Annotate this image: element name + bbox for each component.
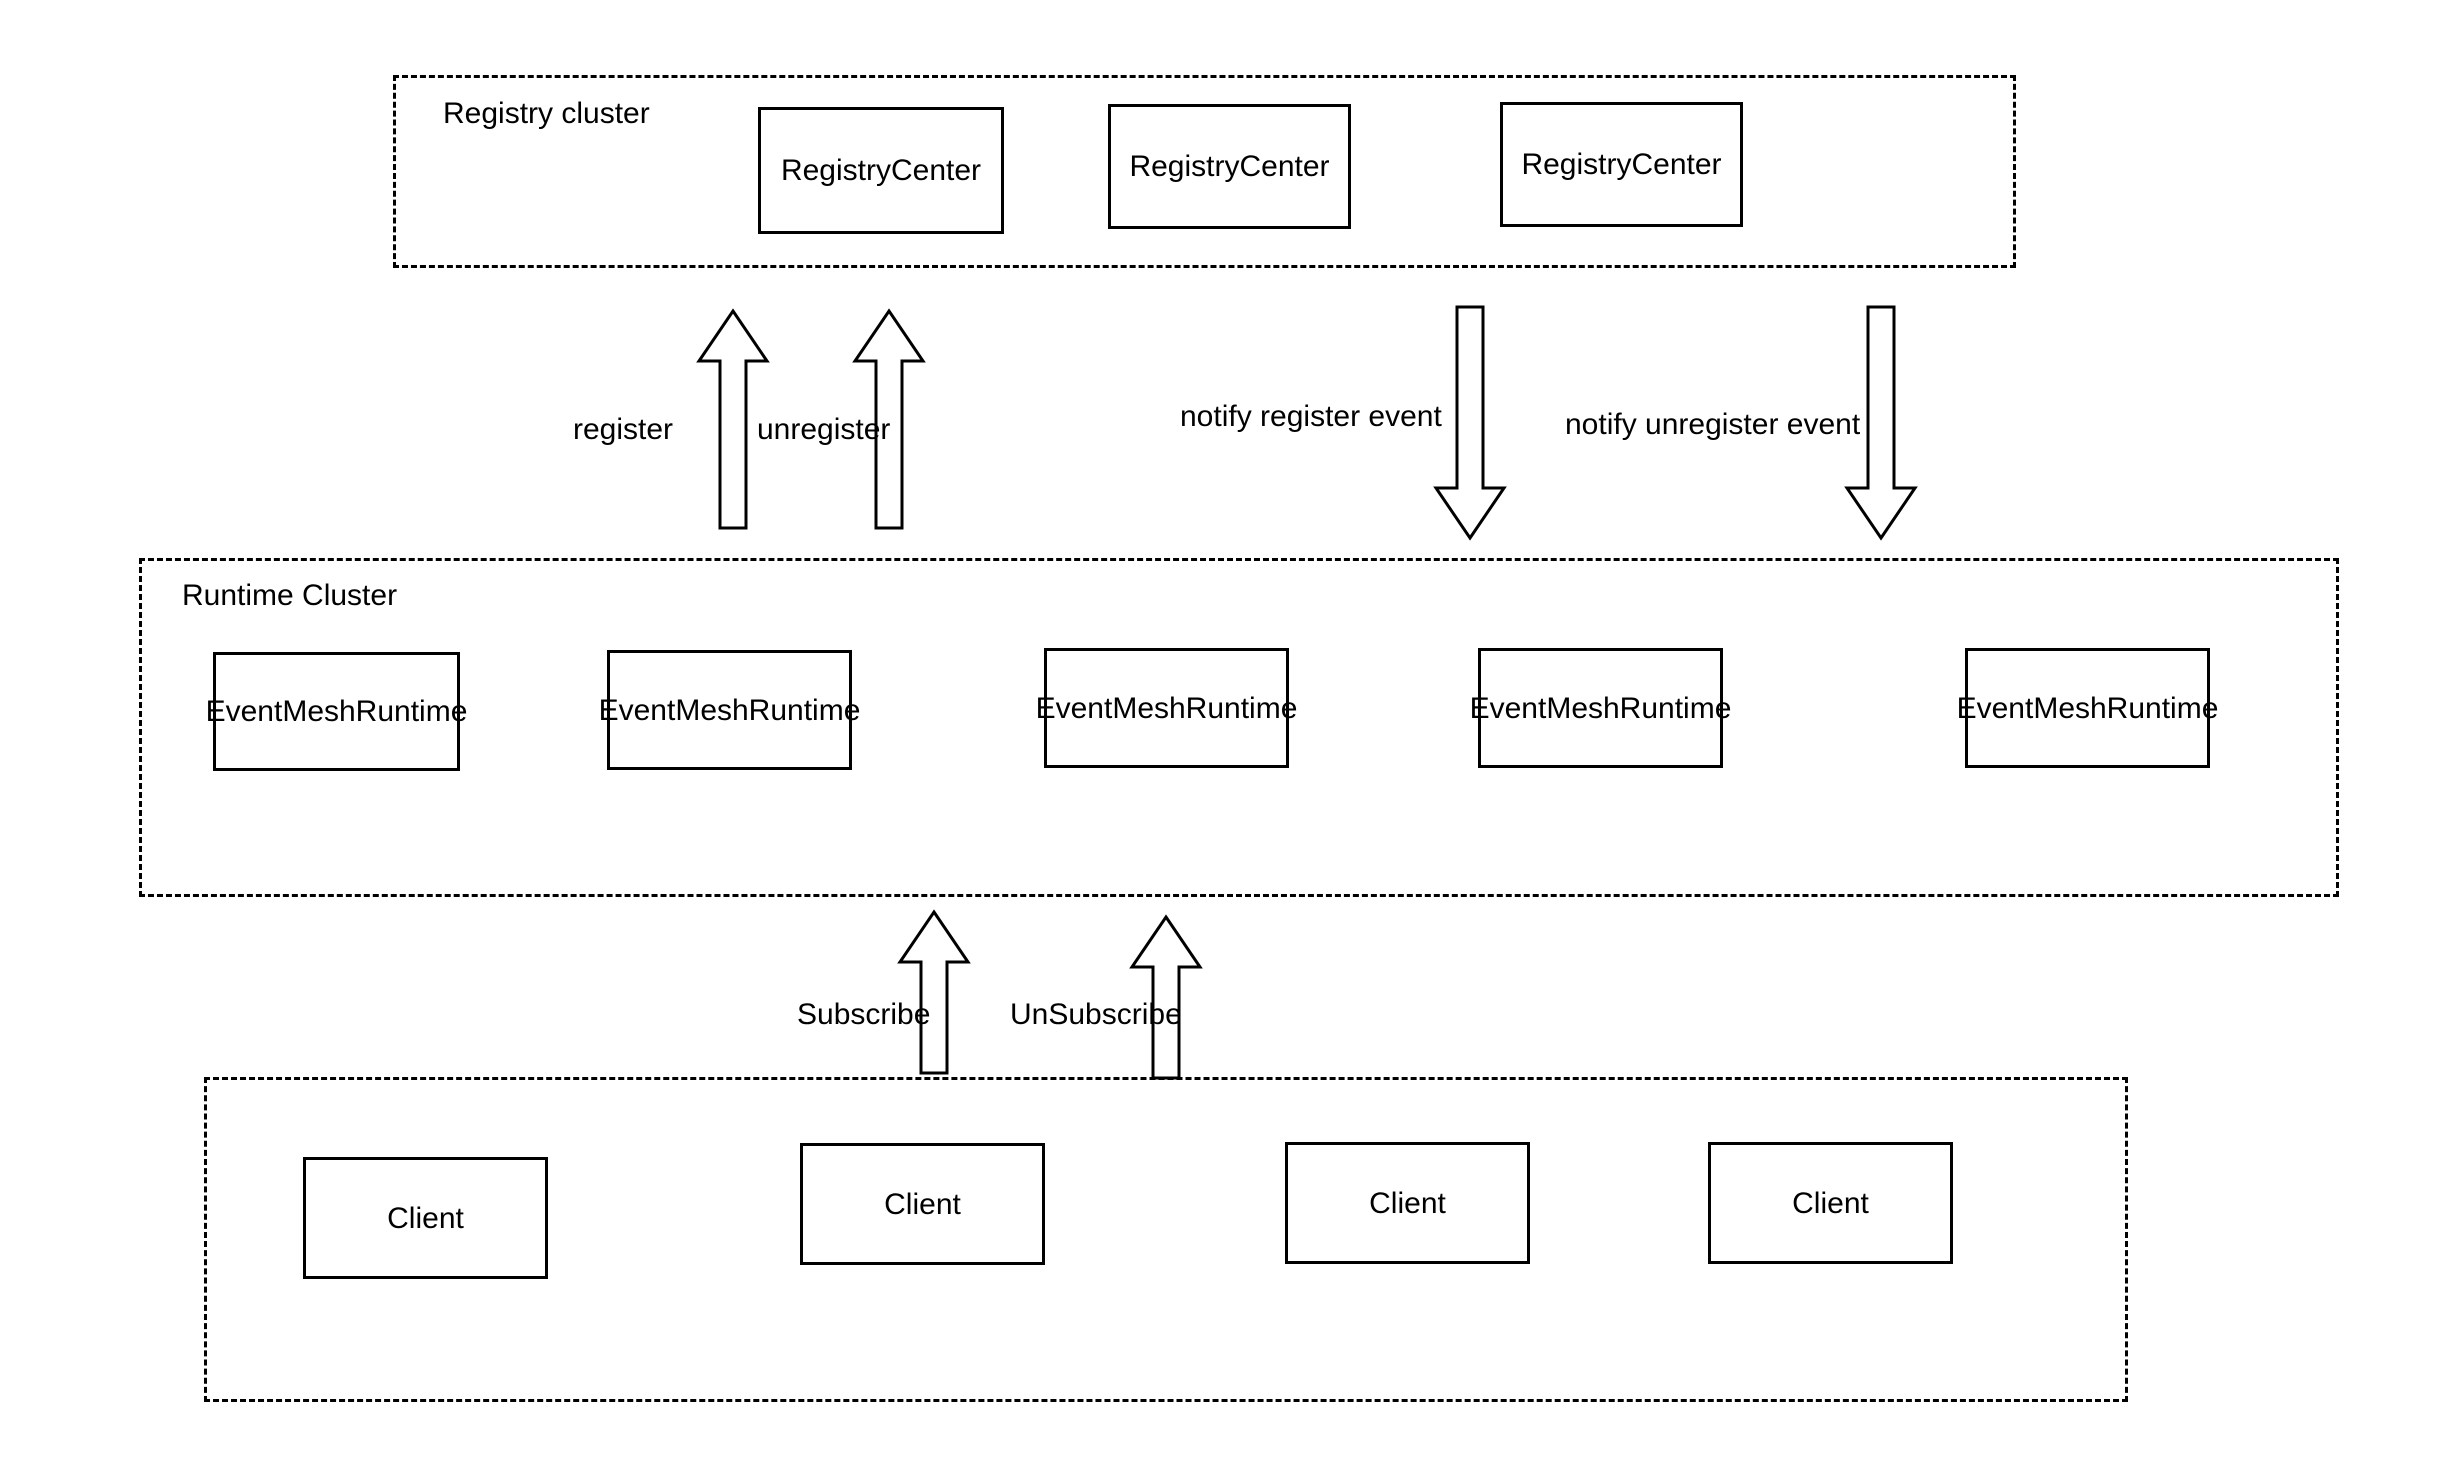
eventmesh-runtime-node-1-label: EventMeshRuntime — [205, 695, 468, 728]
client-node-3-label: Client — [1369, 1186, 1446, 1220]
client-node-1-label: Client — [387, 1201, 464, 1235]
unsubscribe-arrow-label: UnSubscribe — [1010, 998, 1182, 1031]
eventmesh-runtime-node-4-label: EventMeshRuntime — [1469, 691, 1732, 725]
unregister-arrow — [852, 308, 926, 530]
subscribe-arrow-label: Subscribe — [797, 998, 931, 1031]
eventmesh-runtime-node-1[interactable]: EventMeshRuntime — [206, 652, 467, 771]
registry-center-node-2-label: RegistryCenter — [1129, 150, 1330, 183]
client-cluster-boundary — [204, 1077, 2128, 1402]
client-node-2[interactable]: Client — [800, 1143, 1045, 1265]
runtime-cluster-label: Runtime Cluster — [182, 579, 398, 612]
eventmesh-runtime-node-3-label: EventMeshRuntime — [1035, 691, 1298, 725]
notify-unregister-event-arrow-label: notify unregister event — [1565, 408, 1861, 441]
notify-register-event-arrow-label: notify register event — [1180, 400, 1442, 433]
registry-cluster-boundary — [393, 75, 2016, 268]
registry-center-node-1[interactable]: RegistryCenter — [758, 107, 1004, 234]
client-node-3[interactable]: Client — [1285, 1142, 1530, 1264]
eventmesh-runtime-node-5[interactable]: EventMeshRuntime — [1957, 648, 2218, 768]
registry-center-node-3-label: RegistryCenter — [1521, 148, 1722, 181]
eventmesh-runtime-node-2[interactable]: EventMeshRuntime — [599, 650, 860, 770]
runtime-cluster-boundary — [139, 558, 2339, 897]
client-node-2-label: Client — [884, 1187, 961, 1221]
client-node-4-label: Client — [1792, 1186, 1869, 1220]
client-node-1[interactable]: Client — [303, 1157, 548, 1279]
eventmesh-runtime-node-3[interactable]: EventMeshRuntime — [1036, 648, 1297, 768]
registry-center-node-1-label: RegistryCenter — [780, 154, 982, 187]
subscribe-arrow — [897, 909, 971, 1075]
registry-cluster-label: Registry cluster — [443, 97, 650, 130]
eventmesh-runtime-node-4[interactable]: EventMeshRuntime — [1470, 648, 1731, 768]
unregister-arrow-label: unregister — [757, 413, 891, 446]
registry-center-node-3[interactable]: RegistryCenter — [1500, 102, 1743, 227]
registry-center-node-2[interactable]: RegistryCenter — [1108, 104, 1351, 229]
register-arrow — [696, 308, 770, 530]
notify-unregister-event-arrow — [1844, 305, 1918, 541]
register-arrow-label: register — [573, 413, 674, 446]
eventmesh-runtime-node-2-label: EventMeshRuntime — [598, 693, 861, 727]
client-node-4[interactable]: Client — [1708, 1142, 1953, 1264]
notify-register-event-arrow — [1433, 305, 1507, 541]
eventmesh-runtime-node-5-label: EventMeshRuntime — [1956, 691, 2219, 725]
